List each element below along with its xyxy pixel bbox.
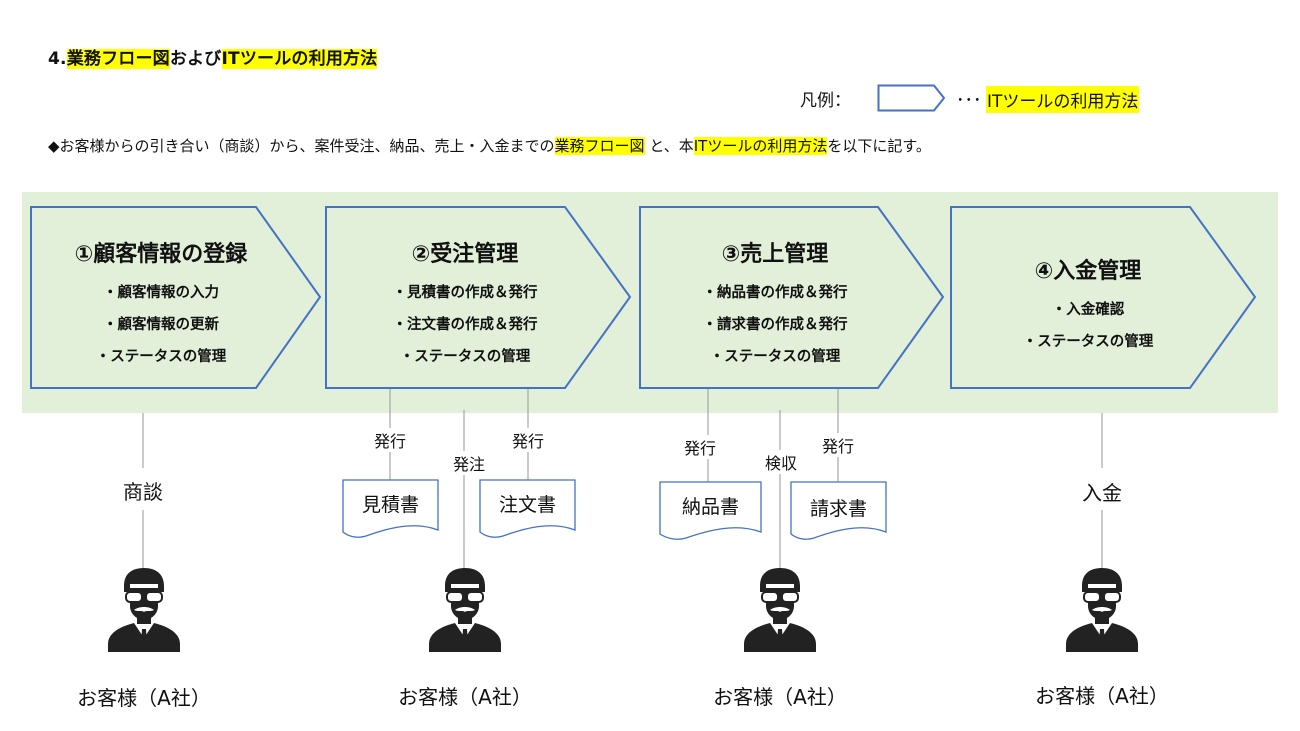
title-middle: および xyxy=(169,49,222,69)
step-3-item-2: ・請求書の作成＆発行 xyxy=(702,317,848,333)
intro-highlight-tool: ITツールの利用方法 xyxy=(693,137,828,155)
legend-label: 凡例： xyxy=(800,91,851,111)
label-issue-invoice: 発行 xyxy=(813,433,863,457)
label-inspection: 検収 xyxy=(756,450,806,474)
step-2-item-3: ・ステータスの管理 xyxy=(399,349,531,365)
step-4-item-2: ・ステータスの管理 xyxy=(1022,334,1154,350)
step-3: ③売上管理 ・納品書の作成＆発行 ・請求書の作成＆発行 ・ステータスの管理 xyxy=(650,236,900,373)
label-order: 発注 xyxy=(444,451,494,475)
step-4-item-1: ・入金確認 xyxy=(1051,302,1125,318)
document-shape-delivery xyxy=(659,481,762,540)
document-order-form: 注文書 xyxy=(498,494,556,516)
step-3-item-1: ・納品書の作成＆発行 xyxy=(702,285,848,301)
step-1-item-2: ・顧客情報の更新 xyxy=(103,317,219,333)
step-3-item-3: ・ステータスの管理 xyxy=(709,349,841,365)
step-arrow-3 xyxy=(639,206,945,389)
customer-person-icon xyxy=(1066,568,1138,652)
legend-text: ITツールの利用方法 xyxy=(986,86,1140,113)
document-delivery: 納品書 xyxy=(681,496,739,518)
intro-part2: と、本 xyxy=(644,137,694,155)
page-title: 4.業務フロー図およびITツールの利用方法 xyxy=(48,44,378,69)
document-shape-estimate xyxy=(342,479,439,538)
title-highlight-flow: 業務フロー図 xyxy=(66,49,170,69)
intro-part3: を以下に記す。 xyxy=(827,137,931,155)
step-arrow-2 xyxy=(325,206,632,389)
label-issue-estimate: 発行 xyxy=(365,428,415,452)
document-estimate: 見積書 xyxy=(361,494,419,516)
step-3-title: ③売上管理 xyxy=(721,242,829,267)
label-negotiation: 商談 xyxy=(113,476,173,505)
step-arrow-4 xyxy=(950,206,1257,389)
customer-label-1: お客様（A社） xyxy=(77,686,211,710)
customer-label-4: お客様（A社） xyxy=(1035,684,1169,708)
intro-highlight-flow: 業務フロー図 xyxy=(554,137,645,155)
document-shape-order-form xyxy=(479,479,576,538)
customer-person-icon xyxy=(429,568,501,652)
step-1: ①顧客情報の登録 ・顧客情報の入力 ・顧客情報の更新 ・ステータスの管理 xyxy=(36,236,286,373)
label-issue-delivery: 発行 xyxy=(675,435,725,459)
customer-label-3: お客様（A社） xyxy=(713,685,847,709)
step-2-item-1: ・見積書の作成＆発行 xyxy=(392,285,538,301)
step-arrow-1 xyxy=(30,206,322,389)
title-prefix: 4. xyxy=(48,49,67,69)
legend-arrow-shape xyxy=(877,84,946,112)
label-issue-order-form: 発行 xyxy=(503,428,553,452)
document-shape-invoice xyxy=(790,481,887,540)
customer-label-2: お客様（A社） xyxy=(398,685,532,709)
step-1-title: ①顧客情報の登録 xyxy=(74,242,248,267)
customer-person-icon xyxy=(744,568,816,652)
step-4: ④入金管理 ・入金確認 ・ステータスの管理 xyxy=(963,253,1213,358)
step-2: ②受注管理 ・見積書の作成＆発行 ・注文書の作成＆発行 ・ステータスの管理 xyxy=(340,236,590,373)
legend-separator: ･･･ xyxy=(956,91,982,111)
document-invoice: 請求書 xyxy=(809,498,867,520)
step-1-item-3: ・ステータスの管理 xyxy=(95,349,227,365)
step-2-title: ②受注管理 xyxy=(411,242,519,267)
customer-person-icon xyxy=(108,568,180,652)
label-payment: 入金 xyxy=(1072,477,1132,506)
step-4-title: ④入金管理 xyxy=(1034,259,1142,284)
intro-part1: ◆お客様からの引き合い（商談）から、案件受注、納品、売上・入金までの xyxy=(48,137,555,155)
step-1-item-1: ・顧客情報の入力 xyxy=(103,285,219,301)
step-2-item-2: ・注文書の作成＆発行 xyxy=(392,317,538,333)
intro-text: ◆お客様からの引き合い（商談）から、案件受注、納品、売上・入金までの業務フロー図… xyxy=(48,135,931,156)
title-highlight-tool: ITツールの利用方法 xyxy=(221,49,378,69)
